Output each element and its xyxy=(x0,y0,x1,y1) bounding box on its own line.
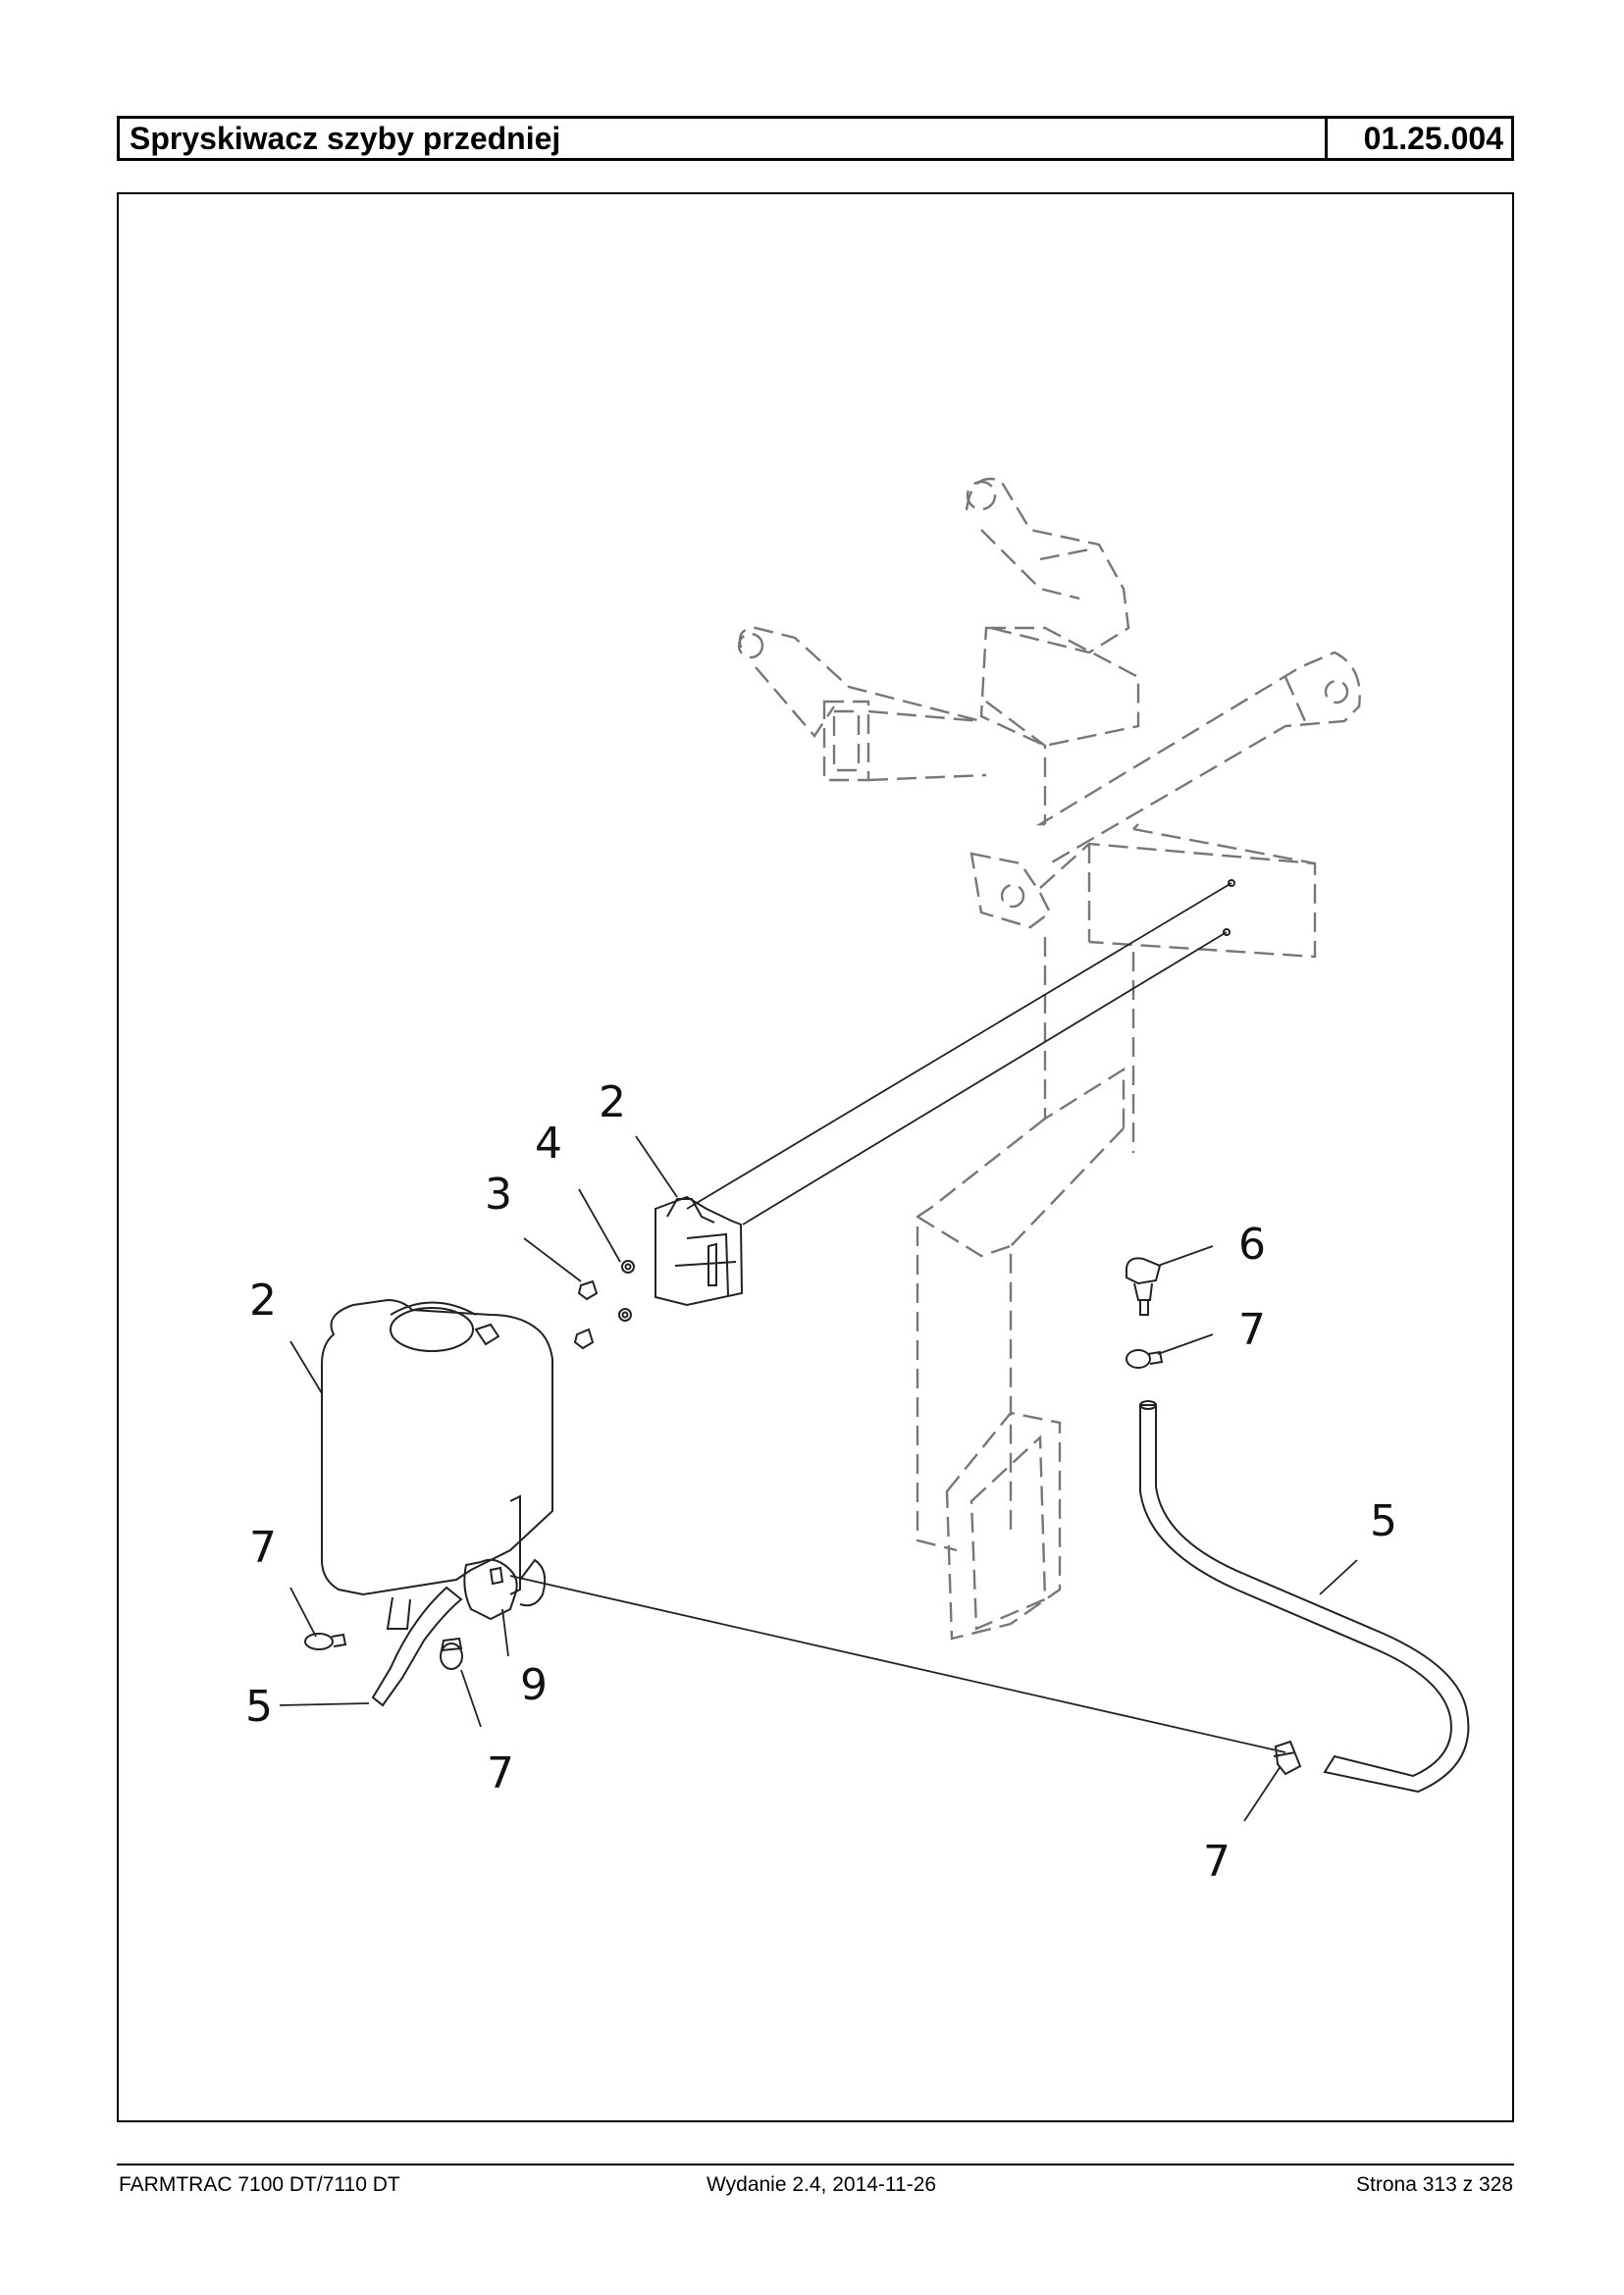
callout-leaders xyxy=(279,1135,1358,1822)
section-code: 01.25.004 xyxy=(1325,119,1511,158)
callout-5-right: 5 xyxy=(1370,1496,1397,1546)
callout-5-left: 5 xyxy=(245,1682,273,1732)
guide-line-lower xyxy=(742,931,1228,1226)
footer-model: FARMTRAC 7100 DT/7110 DT xyxy=(119,2173,400,2196)
bolt-washer-set xyxy=(573,1260,635,1350)
callout-9: 9 xyxy=(520,1660,548,1710)
page-title: Spryskiwacz szyby przedniej xyxy=(130,121,561,156)
callout-4: 4 xyxy=(535,1119,562,1169)
callout-7-left: 7 xyxy=(249,1523,277,1573)
tank-hose-part xyxy=(371,1586,463,1707)
callout-7-right: 7 xyxy=(1203,1837,1231,1887)
callout-2-tank: 2 xyxy=(249,1276,277,1326)
cab-frame-outline xyxy=(737,477,1361,1641)
callout-7-bottom: 7 xyxy=(487,1748,514,1799)
footer-rule xyxy=(117,2164,1514,2165)
callout-2-bracket: 2 xyxy=(599,1077,626,1127)
footer-page-number: Strona 313 z 328 xyxy=(1356,2173,1513,2196)
footer-edition: Wydanie 2.4, 2014-11-26 xyxy=(707,2173,937,2196)
page-header: Spryskiwacz szyby przedniej 01.25.004 xyxy=(117,116,1514,161)
callout-7-top: 7 xyxy=(1238,1305,1266,1355)
guide-line-upper xyxy=(686,882,1232,1210)
nozzle-hose-clamp xyxy=(1126,1349,1164,1369)
long-hose-part xyxy=(1139,1404,1470,1794)
callout-3: 3 xyxy=(485,1170,512,1220)
washer-tank-part xyxy=(321,1298,553,1630)
mounting-bracket-part xyxy=(655,1195,744,1307)
guide-line-pump-to-hose xyxy=(509,1575,1286,1753)
tank-hose-clamps xyxy=(304,1633,463,1670)
spray-nozzle-part xyxy=(1126,1257,1162,1316)
hose-end-clamp xyxy=(1273,1740,1302,1776)
callout-6: 6 xyxy=(1238,1220,1266,1270)
figure-frame xyxy=(117,192,1514,2122)
